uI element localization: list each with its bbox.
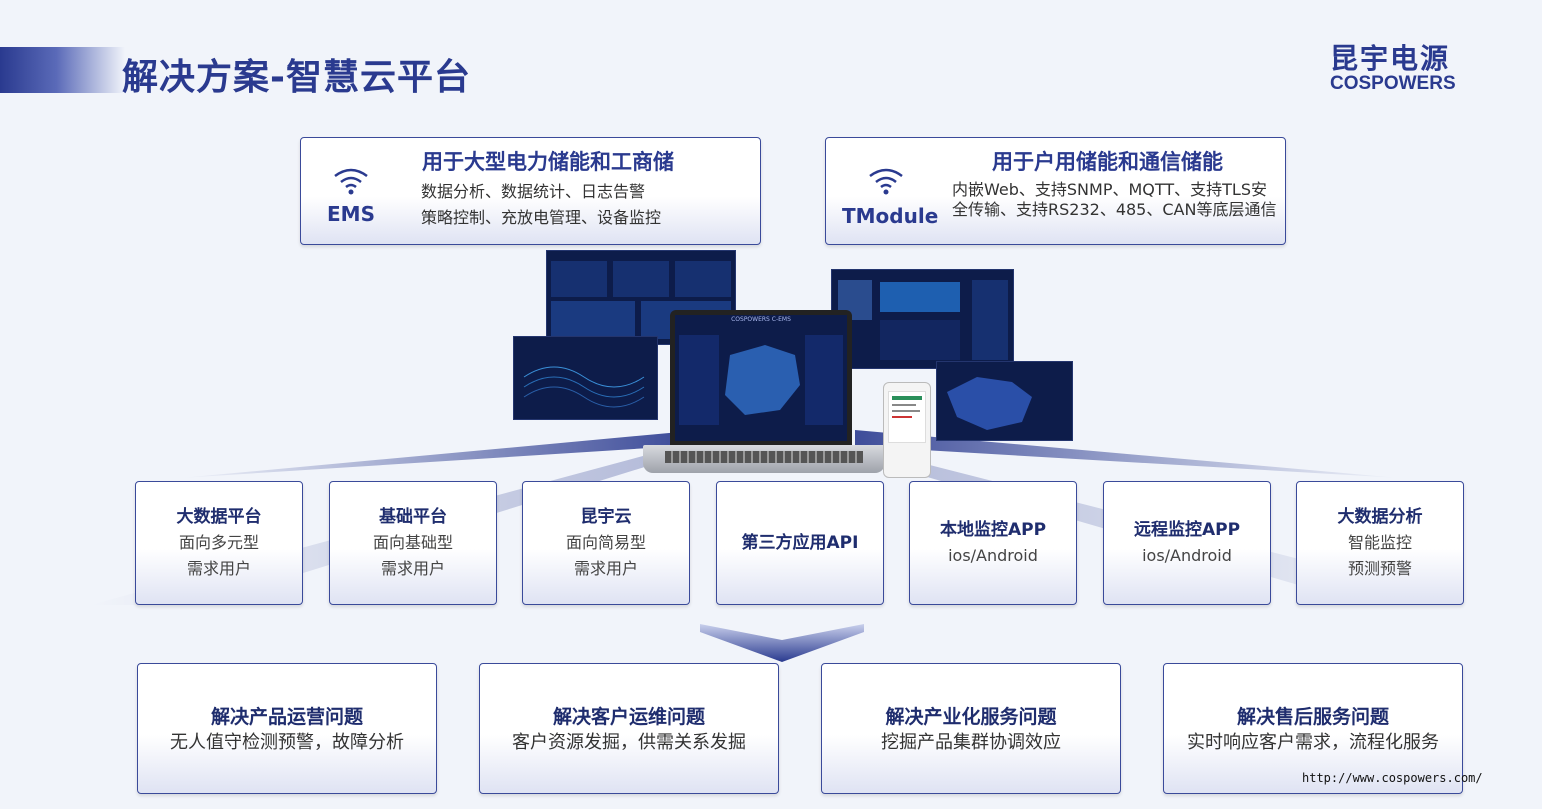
ems-feature-line: 策略控制、充放电管理、设备监控: [421, 208, 662, 227]
problem-title: 解决客户运维问题: [552, 706, 705, 728]
feature-title: 基础平台: [379, 507, 447, 527]
footer-url[interactable]: http://www.cospowers.com/: [1302, 771, 1483, 785]
tmodule-title: 用于户用储能和通信储能: [992, 150, 1223, 174]
feature-card: 远程监控APP ios/Android: [1103, 481, 1271, 605]
phone: [883, 382, 931, 478]
problem-card: 解决客户运维问题 客户资源发掘，供需关系发掘: [479, 663, 779, 794]
feature-card: 第三方应用API: [716, 481, 884, 605]
dashboard-screen: [513, 336, 658, 420]
ems-title: 用于大型电力储能和工商储: [422, 150, 674, 174]
laptop-screen: COSPOWERS C-EMS: [675, 315, 847, 441]
logo-chinese-name: 昆宇电源: [1330, 42, 1451, 75]
feature-line: 需求用户: [573, 559, 638, 578]
problem-title: 解决售后服务问题: [1236, 706, 1389, 728]
dashboard-screen: [936, 361, 1073, 441]
feature-line: 面向简易型: [565, 533, 646, 552]
down-chevron-icon: [700, 624, 864, 662]
title-accent-bar: [0, 47, 125, 93]
tmodule-feature-line: 内嵌Web、支持SNMP、MQTT、支持TLS安: [952, 180, 1267, 199]
wifi-icon: [334, 168, 368, 195]
feature-title: 大数据平台: [176, 507, 262, 527]
feature-title: 远程监控APP: [1133, 520, 1241, 540]
beam-right: [855, 430, 1400, 478]
feature-line: 智能监控: [1347, 533, 1412, 552]
dashboard-graphic: [838, 280, 1008, 360]
ems-label: EMS: [327, 202, 375, 226]
feature-line: 需求用户: [380, 559, 445, 578]
laptop: COSPOWERS C-EMS: [643, 305, 885, 480]
map-graphic: [679, 335, 843, 425]
problem-card: 解决售后服务问题 实时响应客户需求，流程化服务: [1163, 663, 1463, 794]
laptop-keyboard-base: [643, 445, 885, 473]
problem-card: 解决产业化服务问题 挖掘产品集群协调效应: [821, 663, 1121, 794]
problem-description: 客户资源发掘，供需关系发掘: [512, 732, 746, 753]
company-logo: 昆宇电源 COSPOWERS: [1330, 44, 1456, 94]
problem-card: 解决产品运营问题 无人值守检测预警，故障分析: [137, 663, 437, 794]
laptop-screen-title: COSPOWERS C-EMS: [731, 316, 791, 323]
feature-line: 面向基础型: [372, 533, 453, 552]
map-graphic: [947, 377, 1032, 430]
app-graphic: [892, 396, 922, 418]
problem-description: 无人值守检测预警，故障分析: [170, 732, 404, 753]
feature-card: 大数据分析 智能监控 预测预警: [1296, 481, 1464, 605]
problem-title: 解决产品运营问题: [210, 706, 363, 728]
wave-graphic: [523, 366, 645, 408]
laptop-keys: [665, 451, 863, 463]
feature-card: 本地监控APP ios/Android: [909, 481, 1077, 605]
feature-card: 大数据平台 面向多元型 需求用户: [135, 481, 303, 605]
feature-line: 预测预警: [1347, 559, 1412, 578]
beam-left: [180, 432, 680, 478]
laptop-bezel: COSPOWERS C-EMS: [670, 310, 852, 445]
wifi-icon: [869, 168, 903, 195]
ems-feature-line: 数据分析、数据统计、日志告警: [421, 182, 646, 201]
feature-card: 基础平台 面向基础型 需求用户: [329, 481, 497, 605]
feature-line: ios/Android: [948, 546, 1038, 565]
tmodule-feature-line: 全传输、支持RS232、485、CAN等底层通信: [952, 200, 1277, 219]
feature-title: 大数据分析: [1337, 507, 1423, 527]
feature-title: 昆宇云: [580, 507, 632, 527]
tmodule-card: TModule 用于户用储能和通信储能 内嵌Web、支持SNMP、MQTT、支持…: [825, 137, 1286, 245]
feature-line: ios/Android: [1142, 546, 1232, 565]
problem-title: 解决产业化服务问题: [885, 706, 1057, 728]
page-title: 解决方案-智慧云平台: [122, 57, 471, 98]
feature-line: 面向多元型: [178, 533, 259, 552]
feature-title: 本地监控APP: [939, 520, 1047, 540]
feature-card: 昆宇云 面向简易型 需求用户: [522, 481, 690, 605]
ems-card: EMS 用于大型电力储能和工商储 数据分析、数据统计、日志告警 策略控制、充放电…: [300, 137, 761, 245]
phone-screen: [888, 391, 926, 443]
problem-description: 挖掘产品集群协调效应: [881, 732, 1061, 753]
feature-title: 第三方应用API: [741, 533, 859, 553]
tmodule-label: TModule: [842, 204, 939, 228]
feature-line: 需求用户: [186, 559, 251, 578]
problem-description: 实时响应客户需求，流程化服务: [1187, 732, 1439, 753]
logo-english-name: COSPOWERS: [1330, 73, 1456, 94]
dashboard-screen: [831, 269, 1014, 369]
